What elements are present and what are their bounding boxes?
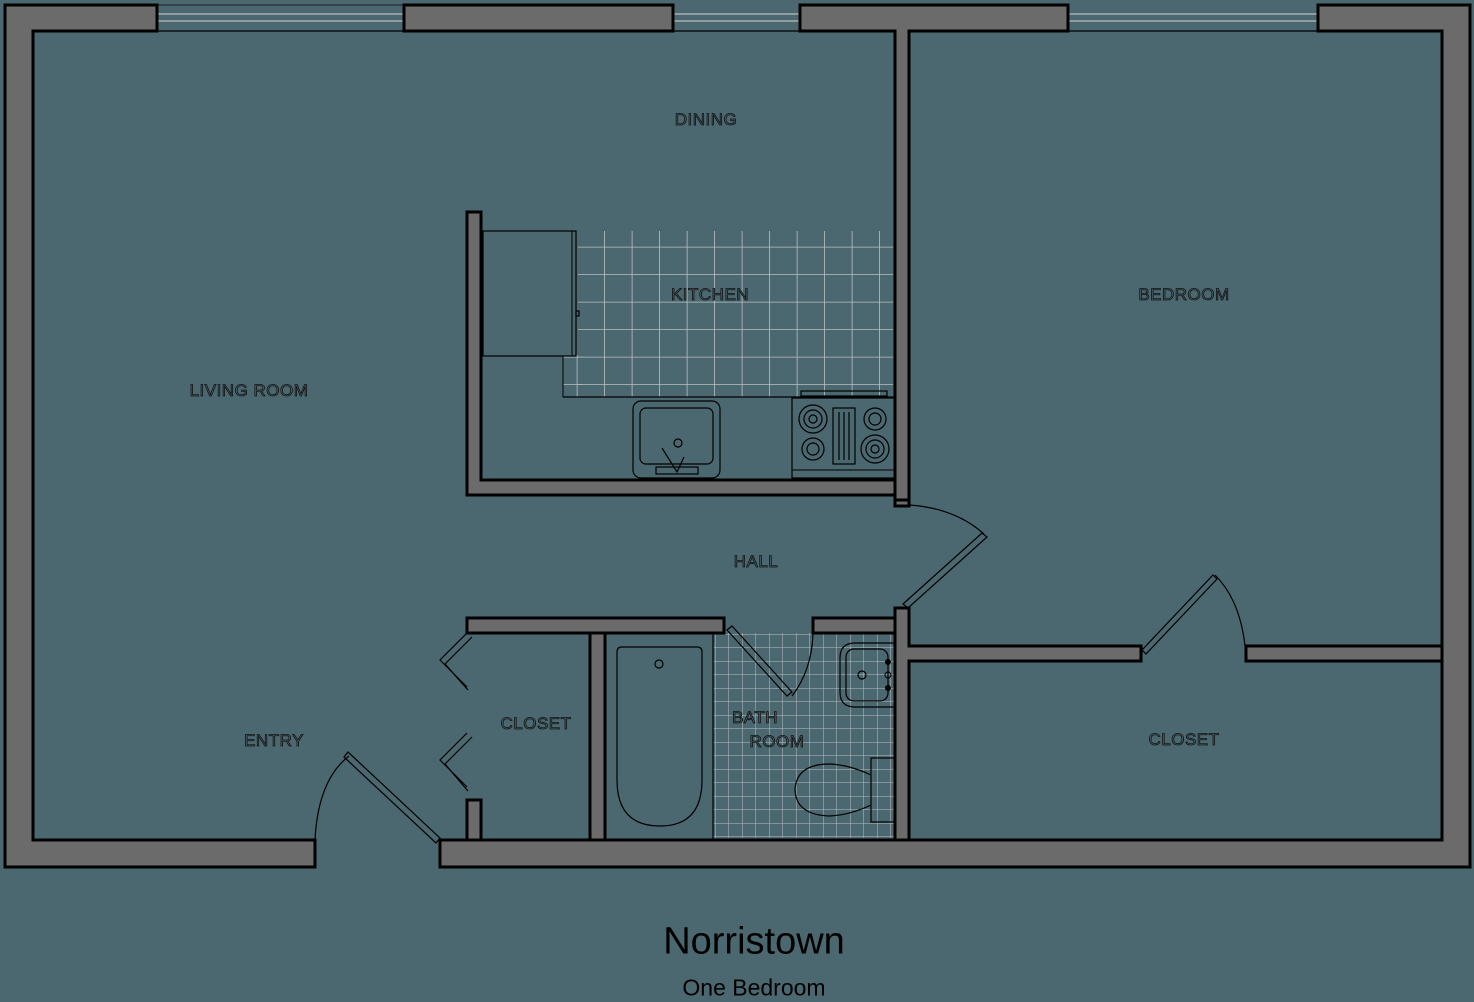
stove [791, 390, 896, 479]
room-label-bath-line1: BATH [731, 708, 779, 728]
room-label-entry: ENTRY [244, 731, 304, 751]
hall-door [902, 504, 988, 609]
plan-title: Norristown [663, 920, 845, 963]
kitchen-sink [632, 400, 721, 479]
room-label-bedroom: BEDROOM [1138, 285, 1230, 305]
room-label-dining: DINING [674, 110, 738, 130]
entry-door [314, 751, 441, 844]
room-label-closet-left: CLOSET [500, 714, 572, 734]
bath-door [726, 625, 814, 697]
bath-tile-floor [713, 633, 895, 838]
bathtub [604, 632, 714, 841]
bedroom-closet-door [1141, 574, 1246, 655]
room-label-kitchen: KITCHEN [670, 285, 750, 305]
windows [157, 4, 1318, 32]
toilet [794, 757, 896, 823]
closet-bifold-doors [439, 632, 473, 792]
room-label-living-room: LIVING ROOM [189, 381, 309, 401]
exterior-walls [3, 3, 1472, 869]
room-label-hall: HALL [733, 552, 779, 572]
plan-subtitle: One Bedroom [682, 974, 826, 1001]
interior-walls [465, 210, 1444, 842]
kitchen-tile-floor [578, 231, 893, 397]
room-label-bath-line2: ROOM [749, 732, 805, 752]
bath-sink [839, 642, 895, 708]
refrigerator [482, 230, 580, 357]
room-label-closet-right: CLOSET [1148, 730, 1220, 750]
